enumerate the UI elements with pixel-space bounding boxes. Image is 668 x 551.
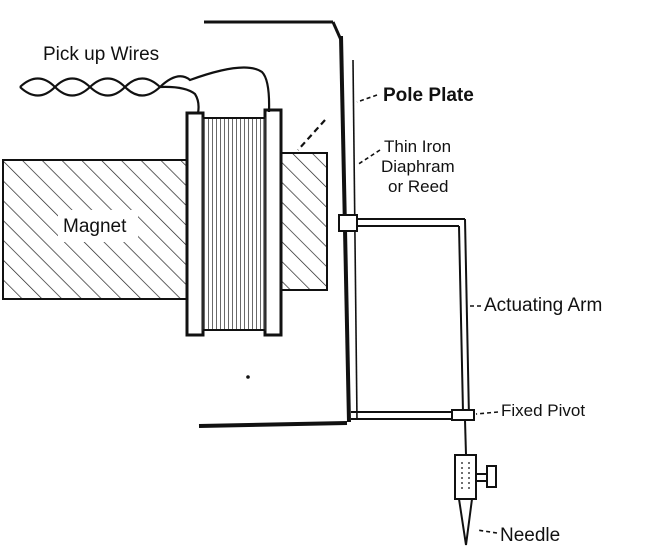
leader-lines [356,94,499,534]
coil-winding [202,117,266,331]
magnet-block-right [280,152,328,291]
diaphragm-clamp [338,214,358,232]
label-fixed-pivot: Fixed Pivot [501,401,585,420]
coil-pointer-dash [297,119,326,151]
label-needle: Needle [500,525,560,546]
print-speck [246,375,250,379]
needle-holder [454,419,497,500]
actuating-arm [357,218,470,419]
label-thin-iron-line3: or Reed [388,177,448,196]
lower-arm [351,411,466,420]
label-actuating-arm: Actuating Arm [484,295,602,316]
needle [457,498,474,546]
pickup-wires [19,66,271,114]
bobbin-flange-right [263,108,283,337]
label-thin-iron-line2: Diaphram [381,157,455,176]
diaphragm-reed [352,59,358,421]
label-pole-plate: Pole Plate [383,85,474,106]
label-pickup-wires: Pick up Wires [43,44,159,65]
magnet-label-backing [58,210,138,242]
bobbin-flange-left [185,111,205,337]
fixed-pivot [451,409,475,421]
label-magnet: Magnet [63,216,127,237]
label-thin-iron-line1: Thin Iron [384,137,451,156]
